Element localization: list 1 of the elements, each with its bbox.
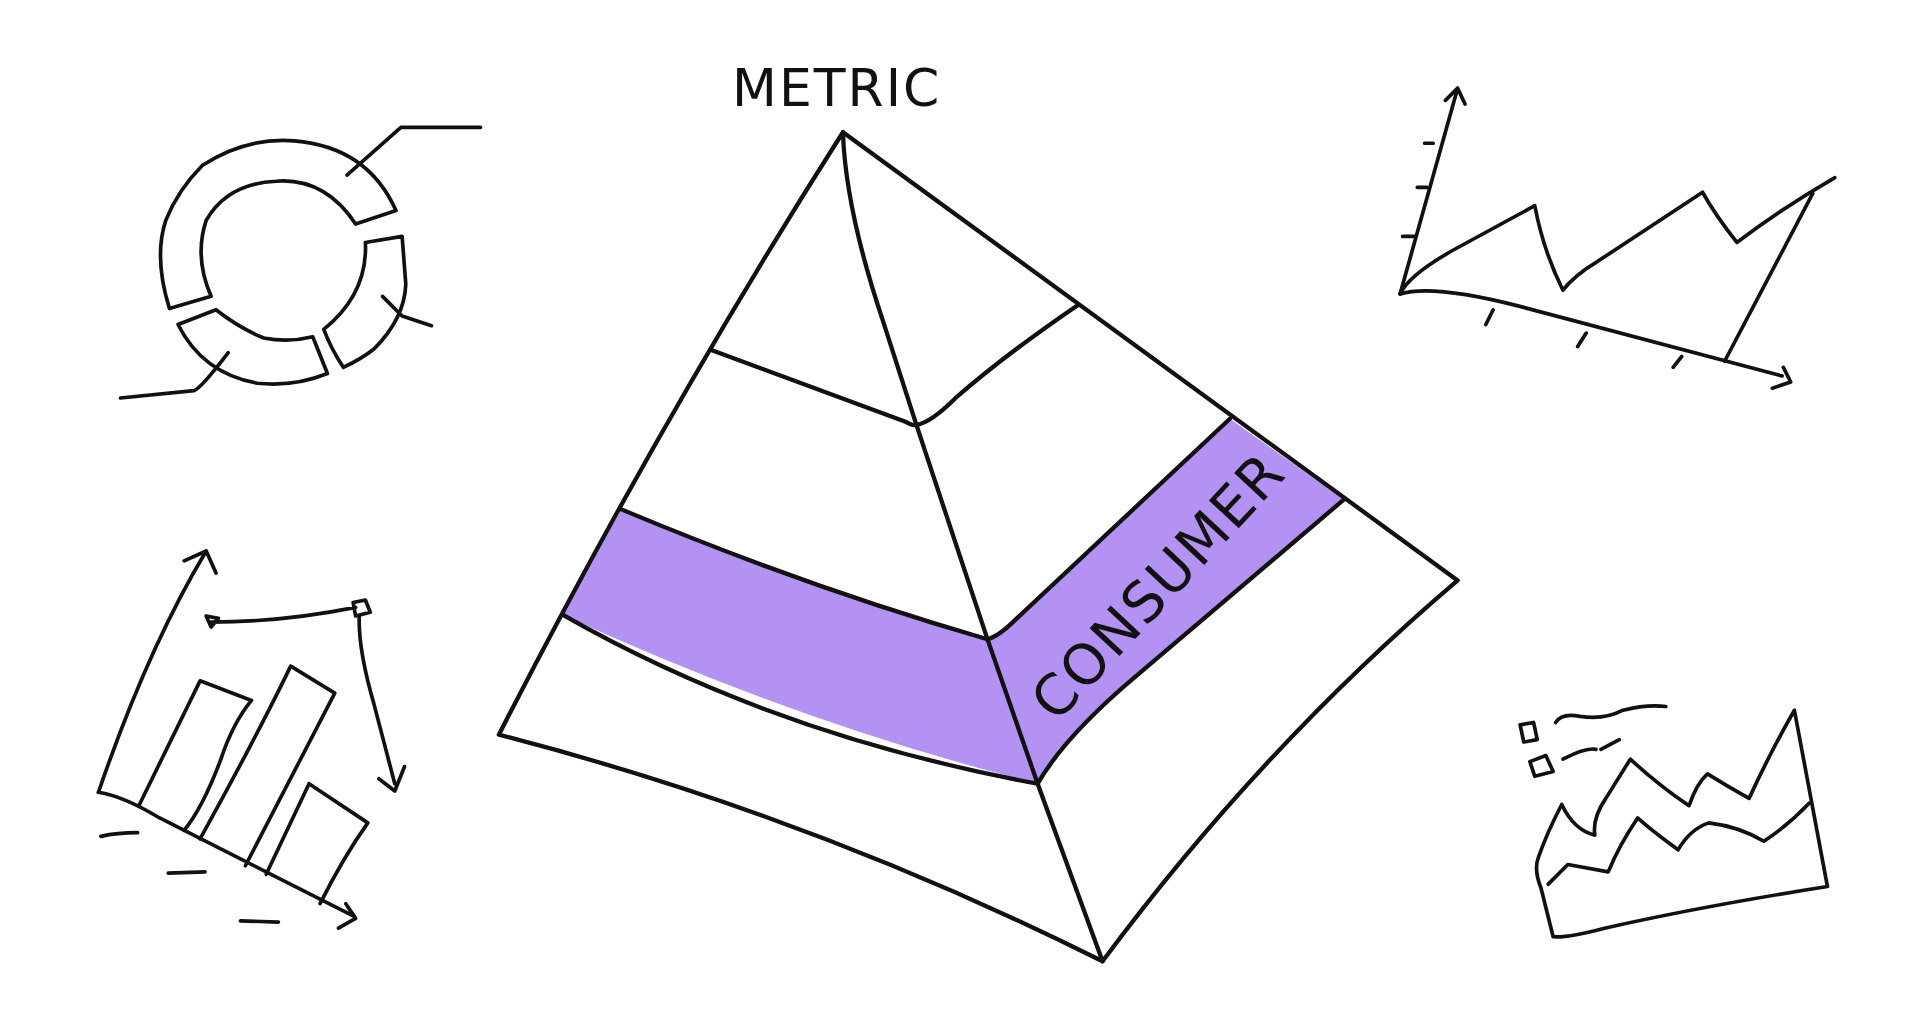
title-text: METRIC bbox=[732, 58, 942, 119]
